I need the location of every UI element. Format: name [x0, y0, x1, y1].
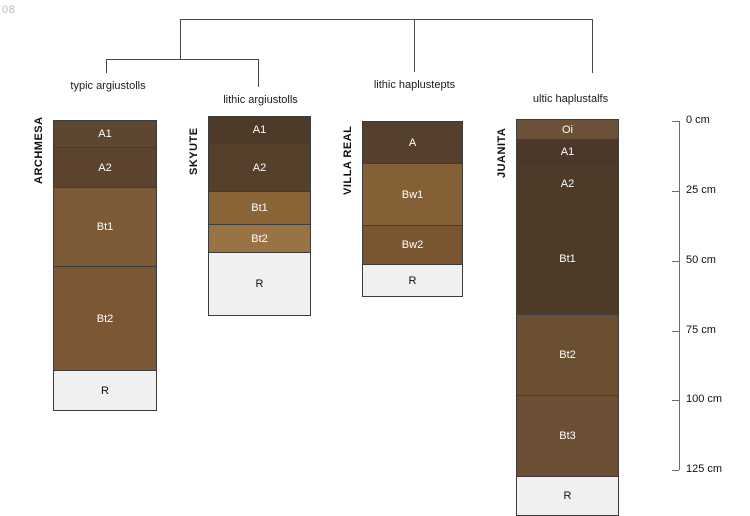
site-name-label: SKYUTE [188, 127, 200, 175]
horizon-band: Bw2 [363, 226, 462, 265]
horizon-band: A1 [517, 140, 618, 164]
site-name-label: JUANITA [496, 127, 508, 178]
scale-axis [679, 121, 680, 470]
horizon-band: A1 [54, 121, 156, 148]
group-caption-1: lithic argiustolls [223, 94, 298, 106]
diagram-canvas: 08 typic argiustolls lithic argiustolls li… [2, 4, 723, 516]
horizon-band: A1 [209, 117, 310, 144]
scale-label: 50 cm [686, 254, 716, 266]
tree-branch-4 [106, 59, 258, 60]
horizon-band: Bt1 [54, 188, 156, 267]
horizon-band: R [54, 371, 156, 410]
tree-branch-1 [180, 19, 181, 60]
tree-branch-2 [414, 19, 415, 60]
tree-branch-7 [414, 60, 415, 72]
horizon-band: A2 [517, 164, 618, 204]
scale-label: 125 cm [686, 463, 723, 475]
horizon-band: Bt2 [54, 267, 156, 371]
scale-label: 100 cm [686, 393, 723, 405]
horizon-band: R [517, 477, 618, 515]
horizon-band: Bt1 [517, 204, 618, 315]
scale-label: 25 cm [686, 184, 716, 196]
tree-branch-5 [106, 59, 107, 73]
horizon-band: A [363, 122, 462, 164]
horizon-band: Bw1 [363, 164, 462, 226]
horizon-band: Bt2 [209, 225, 310, 253]
site-name-label: VILLA REAL [342, 125, 354, 195]
horizon-band: Bt1 [209, 192, 310, 225]
tree-branch-6 [258, 59, 259, 87]
group-caption-3: ultic haplustalfs [532, 93, 609, 105]
tree-branch-3 [592, 19, 593, 73]
scale-tick [672, 331, 679, 332]
corner-label: 08 [2, 4, 16, 16]
scale-tick [672, 191, 679, 192]
horizon-band: Bt3 [517, 396, 618, 477]
scale-tick [672, 400, 679, 401]
scale-tick [672, 121, 679, 122]
scale-label: 75 cm [686, 324, 716, 336]
horizon-band: Bt2 [517, 315, 618, 396]
horizon-band: R [363, 265, 462, 296]
tree-branch-0 [180, 19, 592, 20]
group-caption-0: typic argiustolls [70, 80, 146, 92]
horizon-band: R [209, 253, 310, 315]
horizon-band: A2 [54, 148, 156, 188]
horizon-band: Oi [517, 120, 618, 140]
horizon-band: A2 [209, 144, 310, 192]
scale-label: 0 cm [686, 114, 710, 126]
site-name-label: ARCHMESA [33, 116, 45, 184]
scale-tick [672, 470, 679, 471]
group-caption-2: lithic haplustepts [373, 79, 456, 91]
scale-tick [672, 261, 679, 262]
